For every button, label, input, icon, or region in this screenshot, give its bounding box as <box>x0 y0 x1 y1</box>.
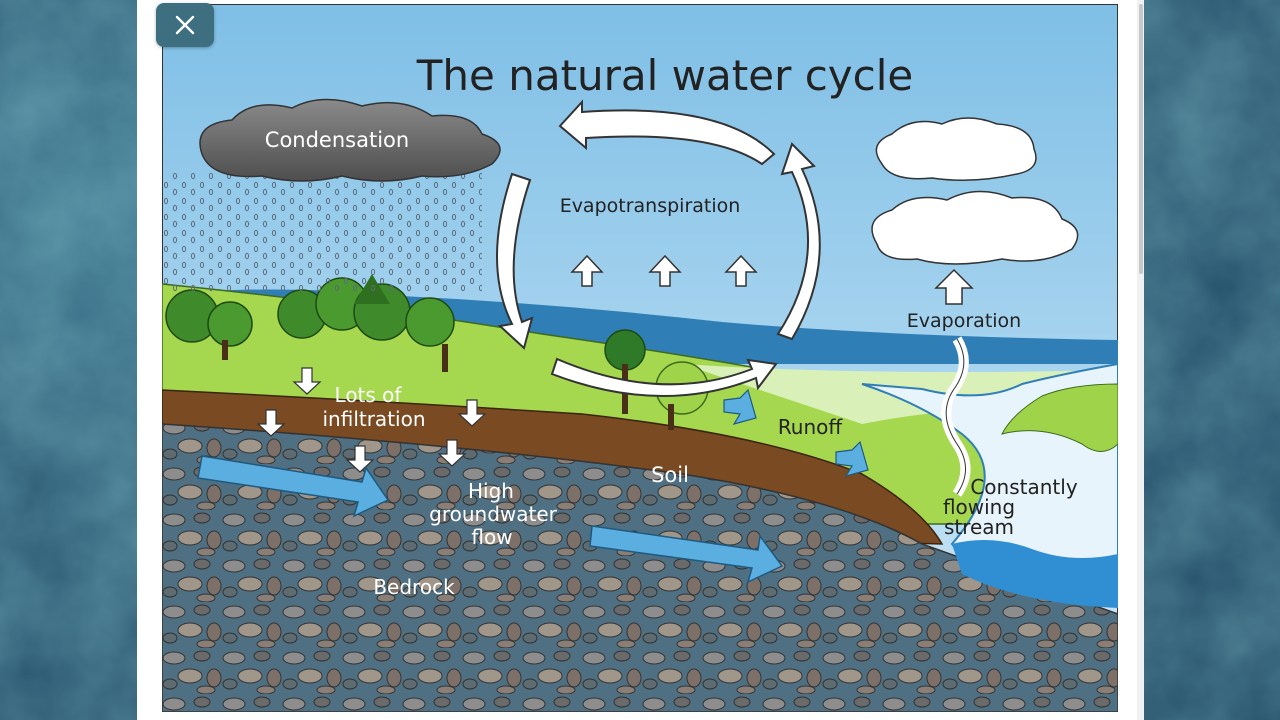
scrollbar-track[interactable] <box>1137 0 1144 720</box>
rain-drops <box>162 172 482 292</box>
diagram-title: The natural water cycle <box>416 51 914 100</box>
groundwater-arrows <box>197 455 784 584</box>
infiltration-arrows <box>256 367 487 473</box>
soil-label: Soil <box>651 463 689 487</box>
white-clouds <box>871 117 1079 265</box>
condensation-cloud: Condensation <box>199 98 501 182</box>
stream-label-line3: stream <box>944 515 1014 539</box>
scrollbar-thumb[interactable] <box>1139 4 1143 274</box>
up-arrows <box>570 254 974 305</box>
bedrock-label: Bedrock <box>373 575 455 599</box>
water-cycle-diagram: Condensation The natural water cycle Eva… <box>162 4 1118 712</box>
forest-trees <box>165 274 709 430</box>
close-icon <box>175 15 195 35</box>
condensation-label: Condensation <box>265 128 409 152</box>
close-button[interactable] <box>156 3 214 47</box>
groundwater-label-line1: High <box>468 479 514 503</box>
runoff-label: Runoff <box>778 415 844 439</box>
groundwater-label-line3: flow <box>471 525 512 549</box>
infiltration-label-line2: infiltration <box>322 407 425 431</box>
cycle-arrows <box>496 99 821 398</box>
stream-label-line2: flowing <box>943 495 1015 519</box>
evaporation-label: Evaporation <box>907 310 1021 332</box>
runoff-arrows <box>723 388 869 477</box>
stream-label-line1: Constantly <box>970 475 1077 499</box>
evapotranspiration-label: Evapotranspiration <box>560 195 741 217</box>
groundwater-label-line2: groundwater <box>429 502 558 526</box>
infiltration-label-line1: Lots of <box>335 383 403 407</box>
